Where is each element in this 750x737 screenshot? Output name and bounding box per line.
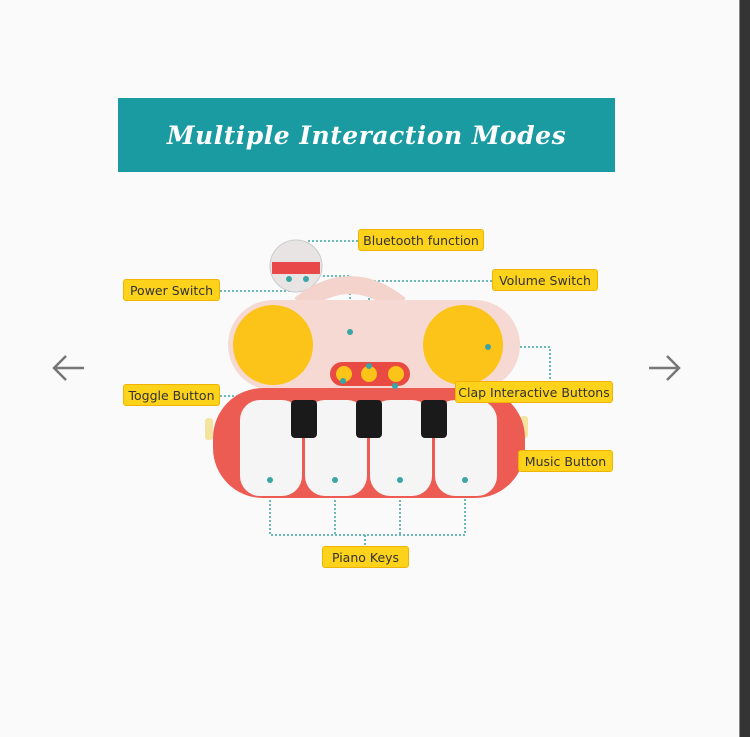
label-piano-keys: Piano Keys <box>322 546 409 568</box>
banner-title: Multiple Interaction Modes <box>166 120 567 150</box>
label-clap-interactive-buttons: Clap Interactive Buttons <box>455 381 613 403</box>
label-toggle-button: Toggle Button <box>123 384 220 406</box>
side-panel-edge <box>739 0 750 737</box>
label-music-button: Music Button <box>518 450 613 472</box>
prev-arrow-icon[interactable] <box>48 348 88 388</box>
next-arrow-icon[interactable] <box>645 348 685 388</box>
label-power-switch: Power Switch <box>123 279 220 301</box>
title-banner: Multiple Interaction Modes <box>118 98 615 172</box>
label-bluetooth-function: Bluetooth function <box>358 229 484 251</box>
label-volume-switch: Volume Switch <box>492 269 598 291</box>
